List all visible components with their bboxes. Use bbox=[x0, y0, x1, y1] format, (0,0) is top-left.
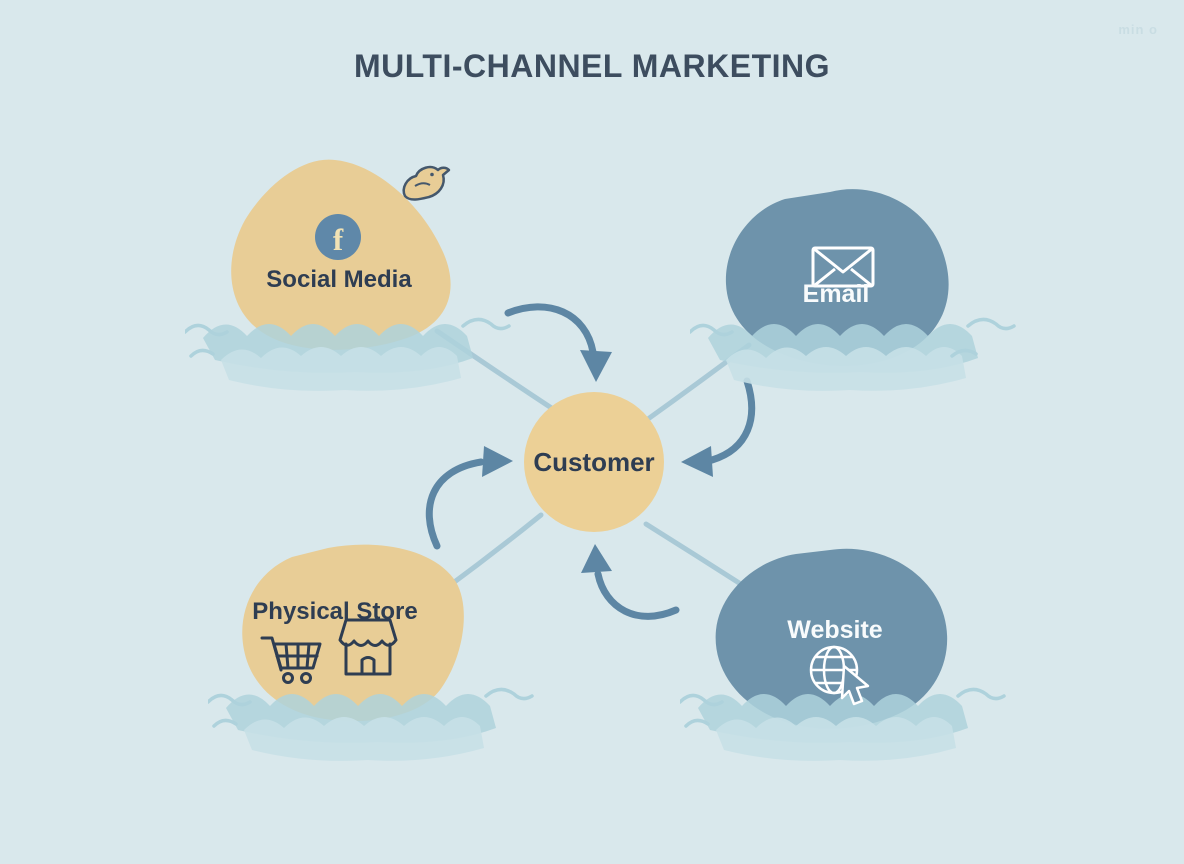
wave-curl-strokes bbox=[690, 317, 1016, 358]
channel-label-physical-store: Physical Store bbox=[252, 598, 418, 625]
shopping-cart-icon bbox=[260, 636, 322, 684]
customer-label: Customer bbox=[533, 446, 655, 477]
channel-social-media: f Social Media bbox=[185, 140, 515, 410]
storefront-icon bbox=[338, 618, 398, 676]
wave-curl-strokes bbox=[208, 687, 534, 728]
website-blob bbox=[715, 548, 948, 729]
channel-website: Website bbox=[680, 528, 1010, 798]
wave-band-light bbox=[726, 347, 966, 391]
arrowhead-up-icon bbox=[581, 544, 612, 573]
globe-cursor-icon bbox=[809, 645, 870, 706]
arrowhead-down-icon bbox=[580, 350, 612, 382]
facebook-letter: f bbox=[332, 221, 344, 257]
facebook-icon: f bbox=[315, 214, 361, 260]
arrow-bottom-shaft bbox=[594, 570, 680, 620]
arrow-top-shaft bbox=[504, 303, 597, 356]
website-island-graphic bbox=[680, 548, 1006, 761]
wave-band-light bbox=[221, 347, 461, 391]
channel-label-email: Email bbox=[802, 280, 870, 308]
wave-band-light bbox=[716, 717, 956, 761]
cursor-arrow-icon bbox=[840, 664, 870, 706]
physical-store-blob bbox=[242, 544, 464, 722]
twitter-bird-icon bbox=[402, 165, 451, 201]
channel-label-social-media: Social Media bbox=[266, 266, 412, 293]
email-blob bbox=[725, 189, 949, 366]
wave-curl-strokes bbox=[185, 317, 511, 358]
page-title: MULTI-CHANNEL MARKETING bbox=[353, 48, 831, 84]
physical-store-waves bbox=[208, 687, 534, 761]
channel-email: Email bbox=[690, 172, 1020, 442]
arrowhead-left-icon bbox=[681, 446, 713, 477]
email-waves bbox=[690, 317, 1016, 391]
physical-store-island-graphic bbox=[208, 544, 534, 761]
watermark-text: min o bbox=[1118, 22, 1158, 37]
social-media-waves bbox=[185, 317, 511, 391]
customer-node: Customer bbox=[524, 392, 664, 532]
wave-band-light bbox=[244, 717, 484, 761]
website-waves bbox=[680, 687, 1006, 761]
channel-label-website: Website bbox=[787, 616, 883, 644]
email-island-graphic bbox=[690, 189, 1016, 391]
arrowhead-right-icon bbox=[482, 446, 513, 477]
wave-curl-strokes bbox=[680, 687, 1006, 728]
envelope-icon bbox=[811, 246, 875, 288]
channel-physical-store: Physical Store bbox=[208, 518, 538, 788]
